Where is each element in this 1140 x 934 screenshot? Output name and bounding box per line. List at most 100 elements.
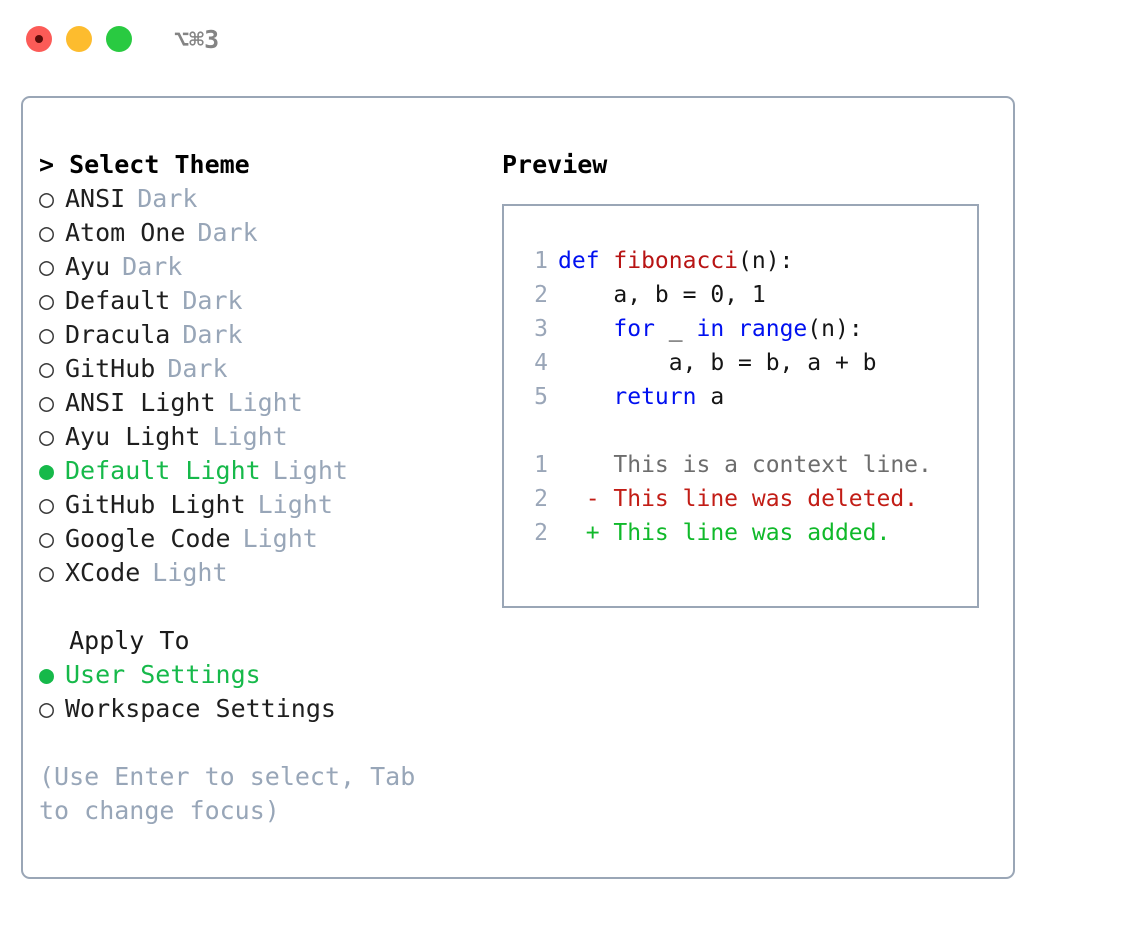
theme-option-ansi-light[interactable]: ○ ANSI Light Light [39, 386, 479, 420]
theme-option-xcode[interactable]: ○ XCode Light [39, 556, 479, 590]
theme-option-label: ANSI [65, 184, 126, 213]
radio-unselected-icon: ○ [39, 252, 55, 281]
close-button[interactable] [26, 26, 52, 52]
code-token-plain [724, 316, 738, 342]
code-token-kw: in [696, 316, 725, 342]
diff-line-ctx: 1 This is a context line. [504, 448, 977, 482]
radio-unselected-icon: ○ [39, 694, 55, 723]
theme-option-tag: Dark [182, 320, 243, 349]
theme-option-ayu-light[interactable]: ○ Ayu Light Light [39, 420, 479, 454]
section-spacer [39, 590, 479, 624]
theme-option-tag: Light [242, 524, 318, 553]
window-title: ⌥⌘3 [174, 24, 220, 54]
line-number: 3 [534, 316, 548, 342]
line-number: 5 [534, 384, 548, 410]
code-line: 5 return a [504, 380, 977, 414]
theme-option-github-light[interactable]: ○ GitHub Light Light [39, 488, 479, 522]
diff-line-del: 2 - This line was deleted. [504, 482, 977, 516]
theme-option-tag: Dark [137, 184, 198, 213]
code-token-plain: _ [654, 316, 697, 342]
preview-heading: Preview [502, 150, 608, 179]
theme-option-label: Ayu Light [65, 422, 201, 451]
theme-option-label: Default [65, 286, 171, 315]
diff-sample: 1 This is a context line.2 - This line w… [504, 448, 977, 550]
theme-option-label: XCode [65, 558, 141, 587]
apply-to-list: ● User Settings ○ Workspace Settings [39, 658, 479, 726]
code-line: 3 for _ in range(n): [504, 312, 977, 346]
code-token-plain: (n): [807, 316, 863, 342]
radio-unselected-icon: ○ [39, 558, 55, 587]
radio-unselected-icon: ○ [39, 354, 55, 383]
radio-unselected-icon: ○ [39, 184, 55, 213]
theme-option-label: ANSI Light [65, 388, 216, 417]
minimize-button[interactable] [66, 26, 92, 52]
apply-option-label: Workspace Settings [65, 694, 336, 723]
apply-to-heading: Apply To [39, 626, 190, 655]
theme-option-tag: Dark [182, 286, 243, 315]
theme-option-label: Atom One [65, 218, 186, 247]
radio-unselected-icon: ○ [39, 286, 55, 315]
line-number: 1 [534, 452, 548, 478]
line-number: 2 [534, 282, 548, 308]
code-token-plain: (n): [738, 248, 794, 274]
code-line: 2 a, b = 0, 1 [504, 278, 977, 312]
apply-option-label: User Settings [65, 660, 261, 689]
code-token-fn: fibonacci [613, 248, 739, 274]
radio-selected-icon: ● [39, 456, 55, 485]
code-line: 4 a, b = b, a + b [504, 346, 977, 380]
diff-text: + This line was added. [558, 520, 891, 546]
code-token-plain: a, b = 0, 1 [558, 282, 766, 308]
window-titlebar: ⌥⌘3 [0, 0, 1140, 78]
line-number: 2 [534, 520, 548, 546]
select-theme-heading: > Select Theme [39, 150, 250, 179]
code-token-kw: for [613, 316, 655, 342]
theme-option-default-light[interactable]: ● Default Light Light [39, 454, 479, 488]
code-token-kw: range [738, 316, 808, 342]
keyboard-hint: (Use Enter to select, Tab to change focu… [39, 762, 431, 825]
apply-option-workspace-settings[interactable]: ○ Workspace Settings [39, 692, 479, 726]
diff-text: This is a context line. [558, 452, 932, 478]
theme-option-tag: Light [227, 388, 303, 417]
theme-option-google-code[interactable]: ○ Google Code Light [39, 522, 479, 556]
radio-unselected-icon: ○ [39, 422, 55, 451]
theme-option-tag: Light [152, 558, 228, 587]
theme-option-label: GitHub Light [65, 490, 246, 519]
code-token-plain [558, 316, 613, 342]
theme-option-tag: Dark [167, 354, 228, 383]
theme-option-label: Ayu [65, 252, 111, 281]
theme-option-tag: Light [257, 490, 333, 519]
code-token-plain: a, b = b, a + b [558, 350, 877, 376]
theme-option-label: Default Light [65, 456, 261, 485]
code-token-kw: def [558, 248, 614, 274]
radio-unselected-icon: ○ [39, 388, 55, 417]
line-number: 2 [534, 486, 548, 512]
radio-unselected-icon: ○ [39, 524, 55, 553]
theme-option-tag: Light [212, 422, 288, 451]
code-token-kw: return [613, 384, 697, 410]
theme-option-label: Google Code [65, 524, 231, 553]
code-diff-separator [504, 414, 977, 448]
maximize-button[interactable] [106, 26, 132, 52]
theme-option-tag: Dark [122, 252, 183, 281]
radio-selected-icon: ● [39, 660, 55, 689]
theme-option-ansi[interactable]: ○ ANSI Dark [39, 182, 479, 216]
theme-option-ayu[interactable]: ○ Ayu Dark [39, 250, 479, 284]
diff-line-add: 2 + This line was added. [504, 516, 977, 550]
theme-option-label: Dracula [65, 320, 171, 349]
radio-unselected-icon: ○ [39, 490, 55, 519]
code-token-plain: a [696, 384, 725, 410]
theme-option-default[interactable]: ○ Default Dark [39, 284, 479, 318]
window-controls [26, 26, 132, 52]
theme-option-tag: Light [272, 456, 348, 485]
apply-option-user-settings[interactable]: ● User Settings [39, 658, 479, 692]
